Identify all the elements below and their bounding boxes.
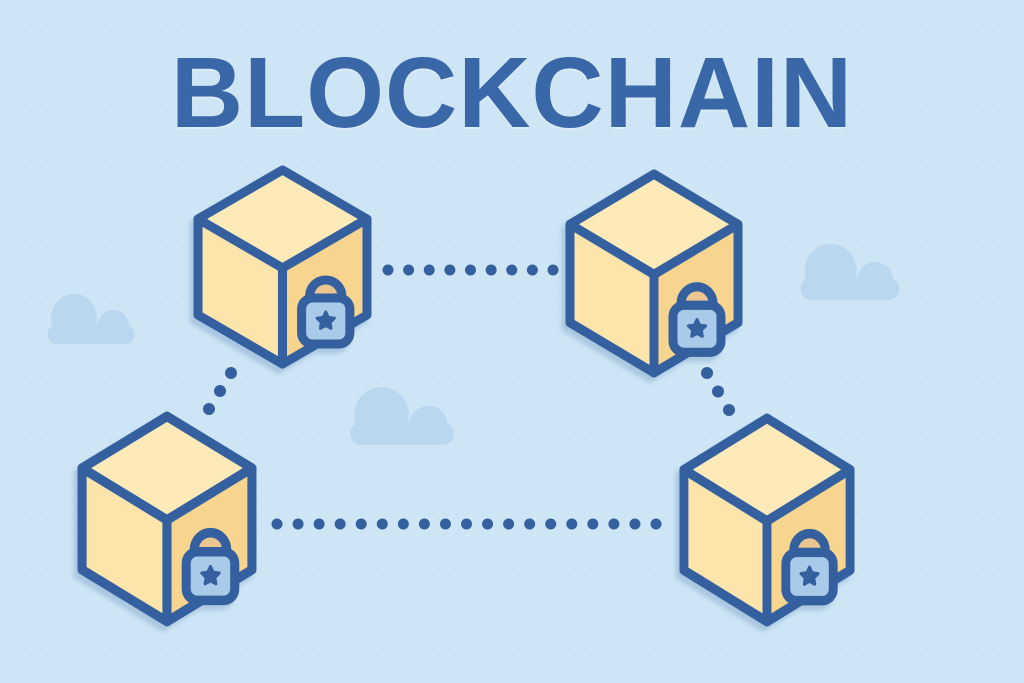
cube-graphic [193,165,372,369]
keyhole-star-icon [200,564,221,586]
keyhole-star-icon [686,318,708,338]
block-bottom-right [678,412,856,630]
cube-graphic [565,169,743,378]
cube-graphic [77,411,257,627]
cloud-right [792,242,908,300]
block-top-right [564,168,744,381]
cube-graphic [679,413,855,627]
cloud-left [40,292,142,344]
padlock-icon [781,528,838,606]
block-bottom-left [76,410,258,630]
padlock-icon [668,282,726,357]
cloud-icon [47,293,135,344]
padlock-icon [181,527,240,606]
cloud-middle [341,385,463,445]
cloud-icon [800,244,900,300]
keyhole-star-icon [315,310,336,330]
link-left [203,367,237,415]
keyhole-star-icon [799,565,820,586]
link-bottom [271,518,662,530]
link-top [382,264,559,276]
padlock-icon [297,275,355,349]
cloud-icon [350,387,454,445]
block-top-left [192,164,373,372]
blockchain-title: BLOCKCHAIN [170,37,854,149]
